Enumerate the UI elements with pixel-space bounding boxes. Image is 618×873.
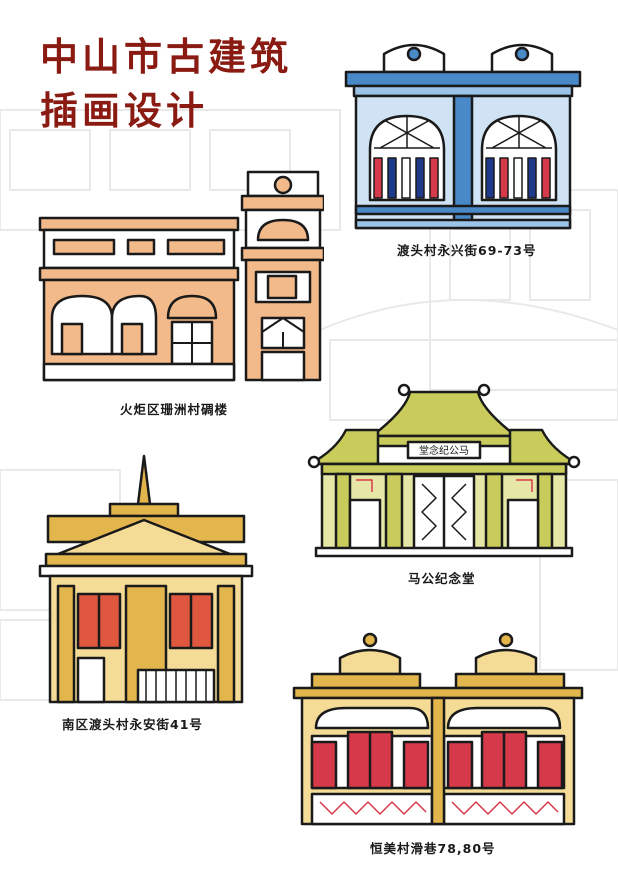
building-magong-illustration: 堂念纪公马 bbox=[307, 383, 581, 558]
caption-diaolou: 火炬区珊洲村碉楼 bbox=[120, 402, 229, 417]
building-huaxiang-illustration bbox=[292, 632, 584, 826]
caption-yongxing: 渡头村永兴街69-73号 bbox=[397, 243, 537, 258]
caption-huaxiang: 恒美村滑巷78,80号 bbox=[370, 841, 496, 856]
page-title: 中山市古建筑 bbox=[40, 34, 293, 79]
building-diaolou-illustration bbox=[38, 170, 324, 382]
building-yongxing-illustration bbox=[344, 43, 582, 230]
building-yongan-illustration bbox=[38, 454, 254, 704]
caption-yongan: 南区渡头村永安街41号 bbox=[62, 717, 203, 732]
memorial-sign-text: 堂念纪公马 bbox=[419, 444, 469, 457]
page-subtitle: 插画设计 bbox=[40, 88, 209, 133]
caption-magong: 马公纪念堂 bbox=[408, 571, 476, 586]
